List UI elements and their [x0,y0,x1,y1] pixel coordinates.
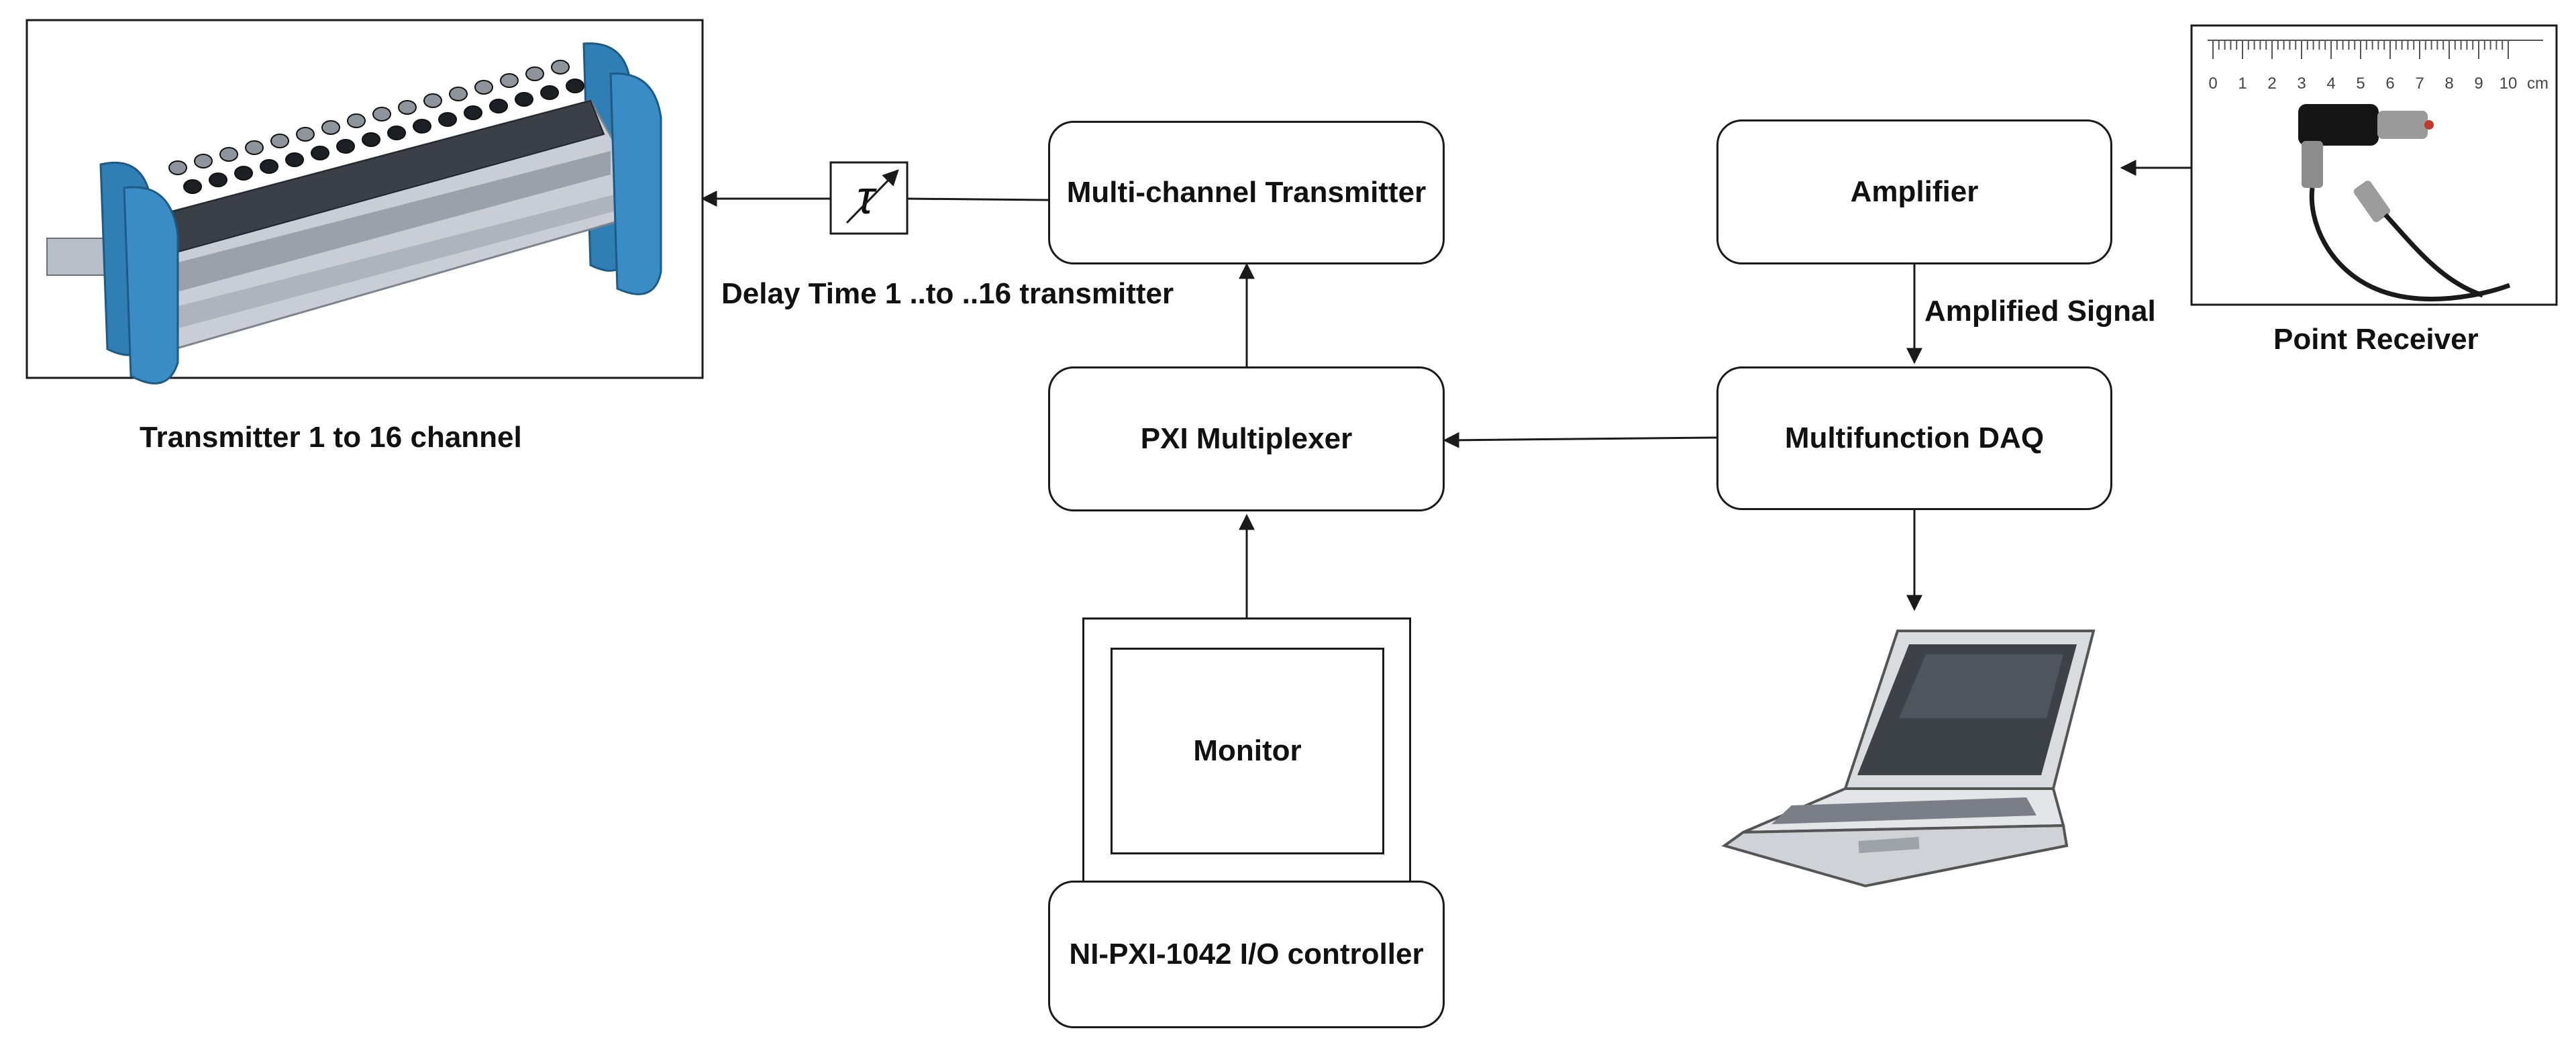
transmitter-connector [500,73,519,88]
multifunction-daq-label: Multifunction DAQ [1784,421,2045,454]
transmitter-connector [362,132,380,147]
transmitter-connector [464,105,482,120]
ruler-number: 4 [2326,74,2335,93]
ruler-number: 5 [2356,74,2365,93]
transmitter-connector [438,112,457,127]
transmitter-connector [449,87,468,101]
ruler-number: 8 [2444,74,2453,93]
multi-channel-transmitter-box: Multi-channel Transmitter [1048,121,1445,264]
ruler-number: 9 [2474,74,2483,93]
transmitter-connector [285,152,304,167]
ruler: 0 1 2 3 4 5 6 7 8 9 10 cm [2208,40,2548,93]
transmitter-connector [525,66,544,81]
transmitter-connector [234,166,253,181]
transmitter-connector [372,107,391,121]
ruler-number: 0 [2208,74,2217,93]
arrow-daq-to-multiplexer [1443,432,1717,448]
transmitter-connector [194,154,213,168]
transmitter-connector [551,60,570,74]
multi-channel-transmitter-label: Multi-channel Transmitter [1066,175,1427,209]
ruler-number: 3 [2297,74,2306,93]
pxi-multiplexer-label: PXI Multiplexer [1140,421,1353,455]
point-receiver-image: 0 1 2 3 4 5 6 7 8 9 10 cm [2190,24,2558,306]
transmitter-connector [219,147,238,162]
laptop-icon [1721,630,2096,888]
pxi-multiplexer-box: PXI Multiplexer [1048,366,1445,511]
delay-tau-icon: τ [829,161,909,235]
amplifier-box: Amplifier [1716,119,2112,264]
transmitter-connector [260,159,278,174]
transmitter-connector [168,160,187,175]
transmitter-array-image [25,19,704,385]
io-controller-box: NI-PXI-1042 I/O controller [1048,881,1445,1028]
transmitter-connector [515,92,533,107]
ruler-number: 6 [2385,74,2394,93]
transmitter-connector [245,140,264,155]
transmitter-connector [387,126,406,140]
transmitter-connector [489,99,508,113]
transmitter-connector [311,146,329,160]
transmitter-connector [474,80,493,95]
multifunction-daq-box: Multifunction DAQ [1716,366,2112,510]
ruler-number: 2 [2267,74,2276,93]
transmitter-connector [566,79,584,93]
transmitter-connector [336,139,355,154]
transmitter-connector [270,134,289,148]
ruler-unit: cm [2527,74,2548,93]
transmitter-connector [423,93,442,108]
point-receiver-caption: Point Receiver [2273,323,2479,356]
ruler-number: 1 [2238,74,2247,93]
arrow-transmitter-to-delay [907,197,1049,201]
transmitter-connector [413,119,431,134]
transmitter-connector [296,127,315,142]
transmitter-connector [321,120,340,135]
svg-text:τ: τ [857,171,877,224]
transmitter-connector [540,85,559,100]
amplifier-label: Amplifier [1850,175,1979,208]
monitor-box: Monitor [1111,648,1384,854]
transmitter-connector [183,179,202,194]
monitor-label: Monitor [1193,734,1302,767]
delay-time-caption: Delay Time 1 ..to ..16 transmitter [721,277,1174,310]
transmitter-array-caption: Transmitter 1 to 16 channel [140,421,522,454]
transmitter-connector [347,113,366,128]
io-controller-label: NI-PXI-1042 I/O controller [1069,937,1424,971]
transmitter-connector [209,172,227,187]
amplified-signal-caption: Amplified Signal [1924,295,2156,328]
ruler-number: 10 [2500,74,2518,93]
transmitter-connector [398,100,417,115]
ruler-number: 7 [2415,74,2424,93]
